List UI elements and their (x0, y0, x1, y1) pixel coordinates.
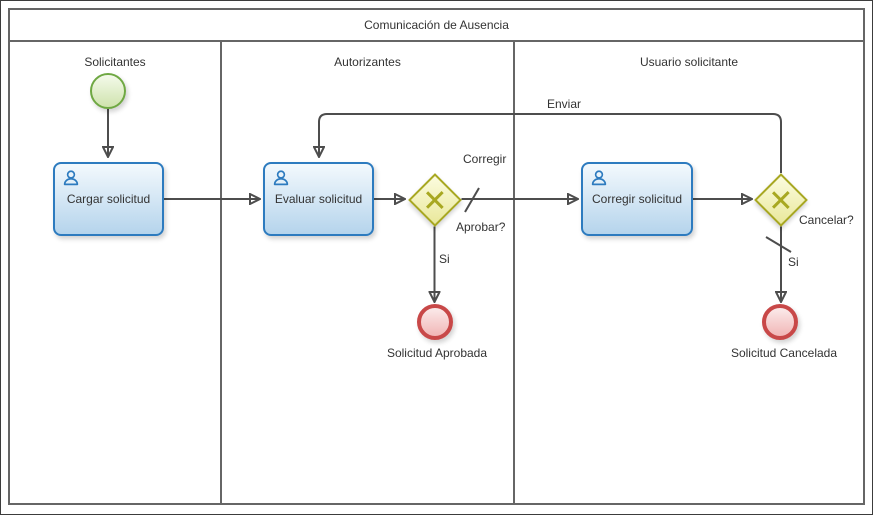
end-event-label-cancelada: Solicitud Cancelada (730, 346, 838, 360)
end-event-label-aprobada: Solicitud Aprobada (386, 346, 488, 360)
task-label: Evaluar solicitud (274, 192, 363, 206)
flow-enviar-loop[interactable] (319, 113, 782, 173)
edge-label-enviar: Enviar (547, 97, 582, 111)
task-cargar-solicitud[interactable]: Cargar solicitud (53, 162, 164, 236)
lane-label-autorizantes: Autorizantes (334, 55, 401, 69)
lane-solicitantes[interactable]: Solicitantes (10, 42, 220, 503)
task-evaluar-solicitud[interactable]: Evaluar solicitud (263, 162, 374, 236)
default-flow-slash-cancelar (765, 236, 792, 253)
task-label: Corregir solicitud (591, 192, 683, 206)
end-event-aprobada[interactable] (417, 304, 453, 340)
pool-title: Comunicación de Ausencia (10, 10, 863, 42)
lane-label-usuario-solicitante: Usuario solicitante (639, 55, 739, 69)
start-event[interactable] (90, 73, 126, 109)
lane-container: Solicitantes Autorizantes Usuario solici… (10, 42, 863, 503)
gateway-label-cancelar: Cancelar? (799, 213, 854, 227)
user-icon (63, 170, 79, 186)
lane-label-solicitantes: Solicitantes (84, 55, 146, 69)
lane-usuario-solicitante[interactable]: Usuario solicitante (513, 42, 863, 503)
gateway-label-aprobar: Aprobar? (456, 220, 506, 234)
default-flow-slash-aprobar (464, 187, 480, 213)
edge-label-si-cancelar: Si (788, 255, 799, 269)
lane-autorizantes[interactable]: Autorizantes (220, 42, 513, 503)
edge-label-corregir: Corregir (463, 152, 507, 166)
task-label: Cargar solicitud (66, 192, 151, 206)
bpmn-pool[interactable]: Comunicación de Ausencia Solicitantes Au… (8, 8, 865, 505)
edge-label-si-aprobar: Si (439, 252, 450, 266)
end-event-cancelada[interactable] (762, 304, 798, 340)
user-icon (591, 170, 607, 186)
user-icon (273, 170, 289, 186)
task-corregir-solicitud[interactable]: Corregir solicitud (581, 162, 693, 236)
